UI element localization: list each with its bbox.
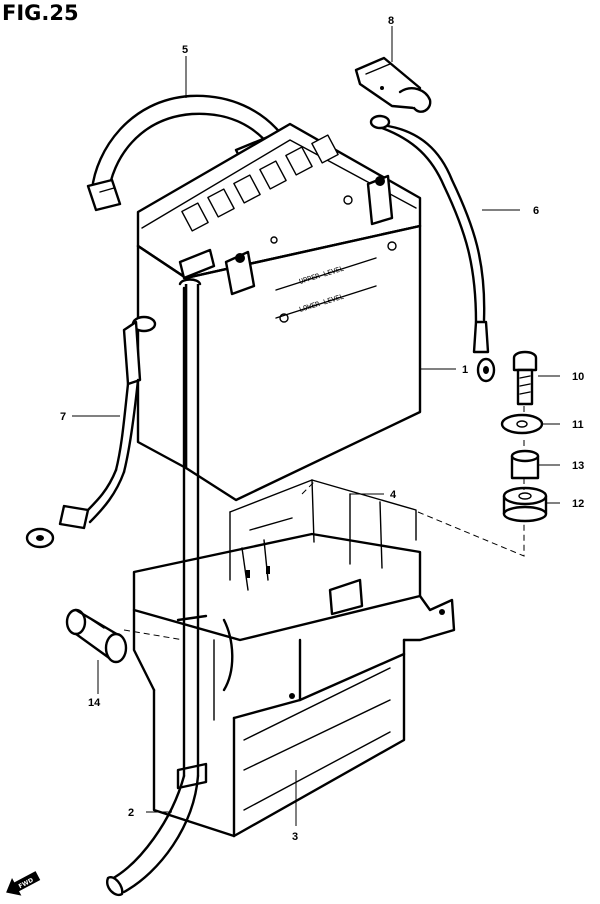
callout-12: 12 <box>572 498 584 510</box>
cell-caps <box>181 134 339 232</box>
bolt[interactable] <box>512 350 538 406</box>
battery[interactable]: UPPER LEVEL LOWER LEVEL <box>136 122 422 502</box>
callout-3: 3 <box>292 831 298 843</box>
callout-6: 6 <box>533 205 539 217</box>
washer[interactable] <box>500 413 544 435</box>
callout-5: 5 <box>182 44 188 56</box>
breather-tube[interactable] <box>106 278 202 897</box>
callout-numbers: 5 8 6 1 10 11 13 12 4 7 14 2 3 <box>60 15 584 843</box>
battery-case[interactable] <box>132 532 456 838</box>
terminal-cover[interactable] <box>354 56 432 113</box>
forward-arrow-icon: FWD <box>6 871 41 896</box>
callout-10: 10 <box>572 371 584 383</box>
callout-2: 2 <box>128 807 134 819</box>
cushion[interactable] <box>502 486 548 523</box>
figure-title: FIG.25 <box>2 1 79 25</box>
callout-13: 13 <box>572 460 584 472</box>
callout-4: 4 <box>390 489 397 501</box>
collar[interactable] <box>510 449 540 480</box>
forward-arrow-label: FWD <box>18 877 35 891</box>
leader-lines <box>72 26 560 826</box>
callout-1: 1 <box>462 364 468 376</box>
battery-terminals <box>178 174 394 296</box>
assembly-lines <box>123 248 525 641</box>
callout-14: 14 <box>88 697 101 709</box>
callout-7: 7 <box>60 411 66 423</box>
negative-cable[interactable] <box>25 315 157 549</box>
grommet[interactable] <box>65 608 128 664</box>
callout-11: 11 <box>572 419 584 431</box>
callout-8: 8 <box>388 15 394 27</box>
positive-cable[interactable] <box>369 114 496 383</box>
battery-holder[interactable] <box>229 479 417 616</box>
